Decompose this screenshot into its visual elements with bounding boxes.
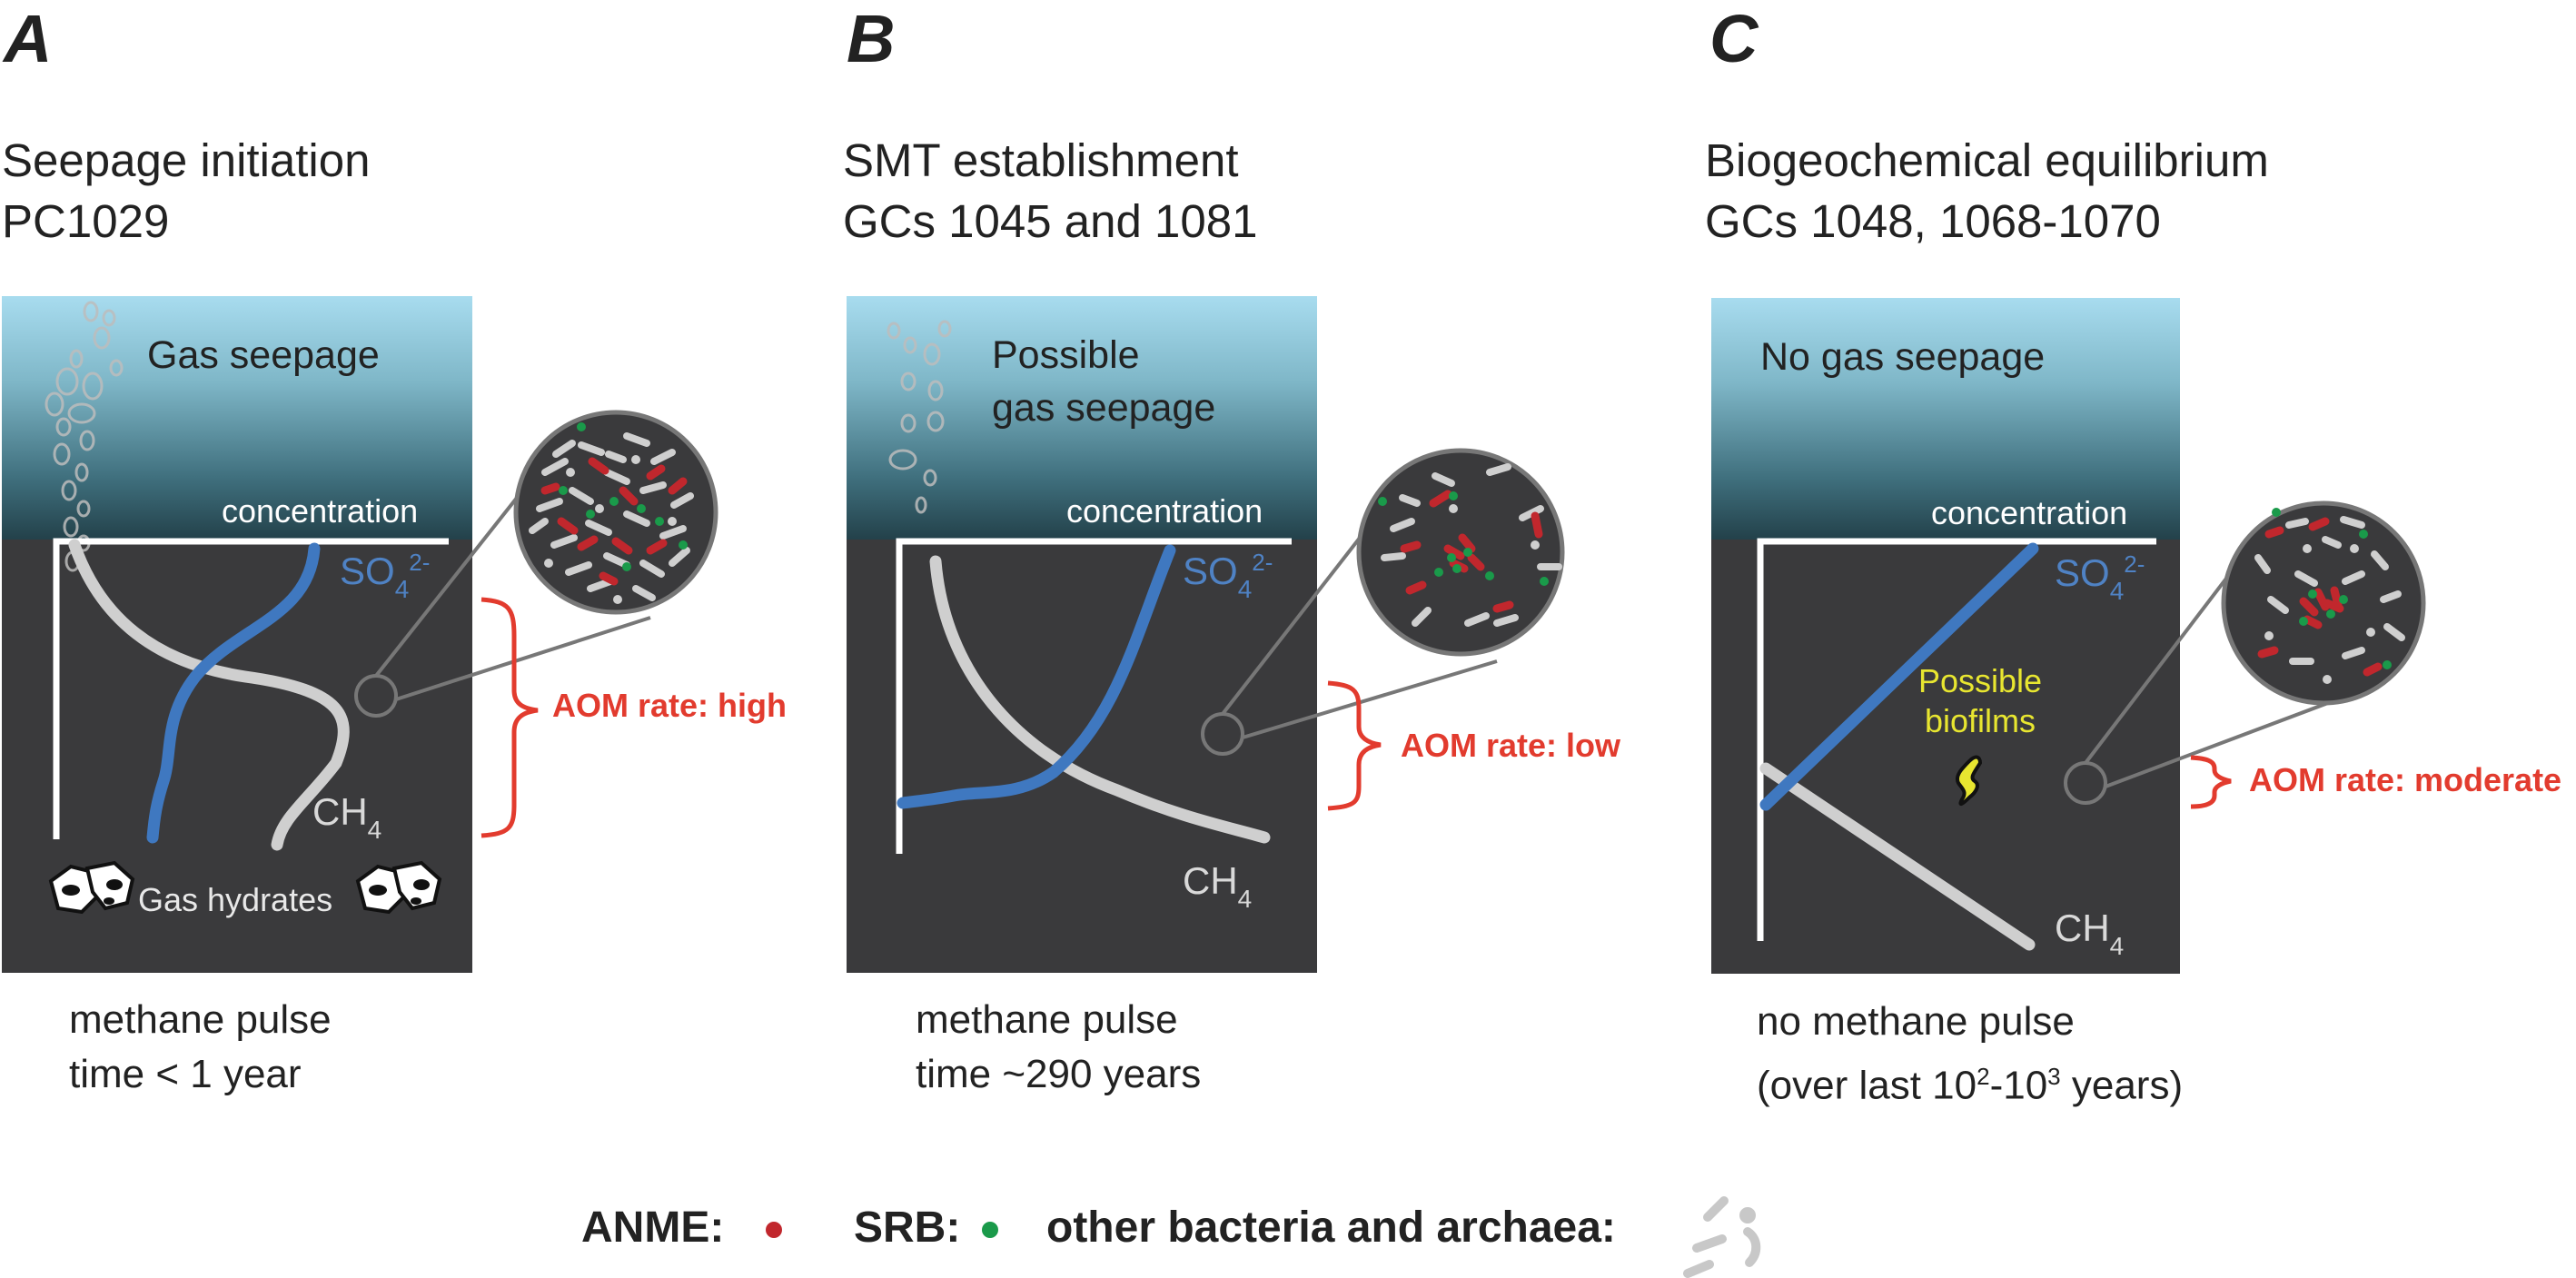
panel-c-caption-2: (over last 102-103 years) bbox=[1757, 1063, 2184, 1108]
so4-label: SO42- bbox=[340, 549, 431, 604]
so4-label: SO42- bbox=[1183, 549, 1273, 604]
microbe-zoom-circle-c bbox=[2221, 500, 2426, 706]
panel-a-subtitle: PC1029 bbox=[2, 195, 170, 247]
aom-bracket-a bbox=[481, 597, 539, 838]
panel-c-caption-1: no methane pulse bbox=[1757, 999, 2075, 1044]
water-label: No gas seepage bbox=[1760, 335, 2046, 379]
ch4-label: CH4 bbox=[1183, 859, 1253, 914]
panel-a-box: Gas seepage concentration SO42- CH4 Gas … bbox=[2, 296, 472, 973]
panel-c-title: Biogeochemical equilibrium bbox=[1705, 134, 2269, 186]
aom-bracket-b bbox=[1327, 680, 1382, 811]
legend-other-label: other bacteria and archaea: bbox=[1046, 1204, 1616, 1252]
axis-label-concentration: concentration bbox=[1066, 492, 1263, 530]
panel-b-box: Possible gas seepage concentration SO42-… bbox=[847, 296, 1317, 973]
ch4-label: CH4 bbox=[312, 790, 382, 845]
panel-a-title: Seepage initiation bbox=[2, 134, 371, 186]
panel-letter-b: B bbox=[847, 1, 896, 76]
legend-anme-label: ANME: bbox=[581, 1204, 725, 1252]
legend-anme-dot bbox=[766, 1222, 782, 1238]
water-label: Possible bbox=[992, 333, 1140, 377]
panel-letter-a: A bbox=[4, 1, 53, 76]
panel-letter-c: C bbox=[1709, 1, 1759, 76]
water-label: Gas seepage bbox=[147, 333, 380, 377]
aom-rate-label-c: AOM rate: moderate bbox=[2249, 761, 2562, 798]
panel-a-caption-1: methane pulse bbox=[69, 997, 332, 1042]
panel-a-caption-2: time < 1 year bbox=[69, 1052, 302, 1096]
panel-b-caption-1: methane pulse bbox=[916, 997, 1178, 1042]
panel-b-title: SMT establishment bbox=[843, 134, 1239, 186]
water-column bbox=[1711, 298, 2180, 540]
panel-c-subtitle: GCs 1048, 1068-1070 bbox=[1705, 195, 2161, 247]
water-label-2: gas seepage bbox=[992, 386, 1216, 430]
aom-rate-label-a: AOM rate: high bbox=[552, 687, 787, 724]
gas-hydrates-label: Gas hydrates bbox=[138, 881, 333, 918]
microbe-zoom-circle-a bbox=[513, 410, 718, 615]
microbe-zoom-circle-b bbox=[1356, 448, 1565, 657]
so4-label: SO42- bbox=[2055, 550, 2145, 606]
legend-other-icon bbox=[1683, 1196, 1761, 1278]
ch4-label: CH4 bbox=[2055, 906, 2125, 961]
legend-srb-dot bbox=[982, 1222, 998, 1238]
panel-c-box: No gas seepage concentration SO42- CH4 P… bbox=[1711, 298, 2180, 974]
axis-label-concentration: concentration bbox=[1931, 494, 2128, 531]
aom-bracket-c bbox=[2190, 755, 2232, 809]
panel-b-subtitle: GCs 1045 and 1081 bbox=[843, 195, 1258, 247]
panel-b-caption-2: time ~290 years bbox=[916, 1052, 1202, 1096]
legend-srb-label: SRB: bbox=[854, 1204, 961, 1252]
axis-label-concentration: concentration bbox=[222, 492, 419, 530]
aom-rate-label-b: AOM rate: low bbox=[1401, 727, 1621, 764]
